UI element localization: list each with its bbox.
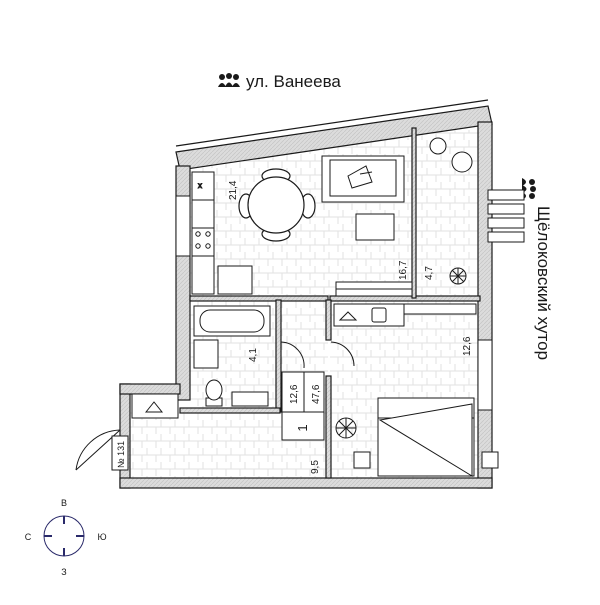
compass-icon: В Ю З С <box>25 498 107 577</box>
north-street-text: ул. Ванеева <box>246 72 341 91</box>
compass-east: Ю <box>97 532 106 542</box>
tv-table <box>355 213 395 241</box>
people-group-icon <box>218 73 240 87</box>
kitchen-area-label: 21,4 <box>228 180 239 200</box>
apartment-number-text: № 131 <box>116 441 126 468</box>
wardrobe-icon <box>333 303 477 327</box>
plant-icon <box>449 267 467 285</box>
east-street-text: Щёлоковский хутор <box>534 206 553 360</box>
living-area-summary: 12,6 <box>289 384 300 404</box>
bathroom-area-label: 4,1 <box>248 348 259 362</box>
compass-south: З <box>61 567 66 577</box>
bedroom-door <box>330 341 355 367</box>
compass-west: С <box>25 532 32 542</box>
bedroom-area-label: 12,6 <box>462 336 473 356</box>
east-street-label: Щёлоковский хутор <box>522 178 553 360</box>
balcony-area-label: 4,7 <box>424 266 435 280</box>
compass-north: В <box>61 498 67 508</box>
stove-icon <box>195 231 211 249</box>
total-area-summary: 47,6 <box>311 384 322 404</box>
plant-icon <box>335 417 357 439</box>
sink <box>231 391 269 407</box>
apartment-number: № 131 <box>111 435 129 471</box>
kitchen-counter: x <box>191 171 253 295</box>
hall-area-label: 9,5 <box>310 460 321 474</box>
windows <box>175 189 525 411</box>
wardrobe-icon <box>335 281 413 297</box>
bath-door <box>280 341 305 369</box>
wardrobe-icon <box>131 393 179 419</box>
dining-table <box>238 168 316 242</box>
bath-icon <box>193 305 271 337</box>
balcony-furniture <box>429 137 473 173</box>
bed-icon <box>353 397 499 477</box>
apartment-summary: 12,6 47,6 1 <box>281 371 325 441</box>
sofa-icon <box>321 155 405 203</box>
washing-machine <box>193 339 219 369</box>
living-area-label: 16,7 <box>398 260 409 280</box>
x-mark: x <box>198 181 202 190</box>
room-count: 1 <box>295 424 310 431</box>
north-street-label: ул. Ванеева <box>218 72 341 91</box>
room-labels: 21,4 16,7 4,7 4,1 12,6 9,5 <box>228 180 473 474</box>
toilet-icon <box>205 379 223 407</box>
